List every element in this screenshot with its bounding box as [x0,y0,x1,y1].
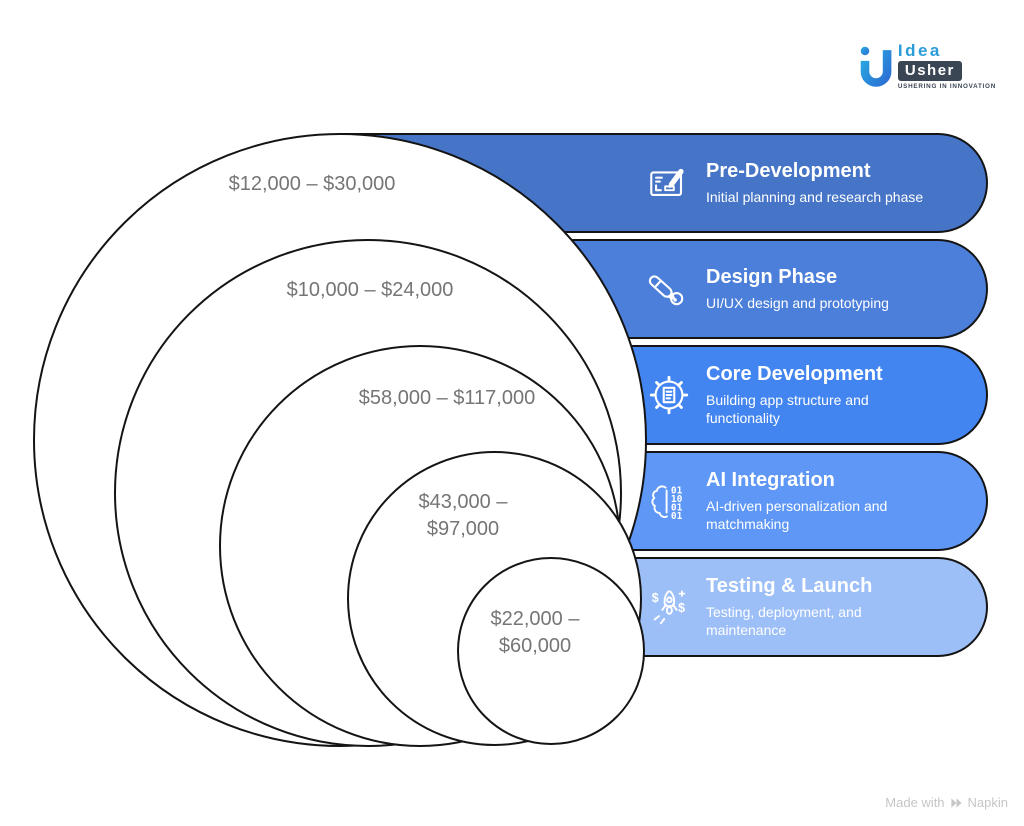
cost-label-core-development: $58,000 – $117,000 [358,387,536,409]
phase-description: Testing, deployment, and maintenance [706,604,862,638]
pen-tool-icon [646,266,692,312]
phase-title: Design Phase [706,265,838,288]
phase-description: Building app structure and functionality [706,392,869,426]
idea-usher-logo: Idea Usher USHERING IN INNOVATION [856,42,996,96]
cost-label-ai-integration: $43,000 – $97,000 [418,491,508,540]
cost-label-pre-development: $12,000 – $30,000 [228,173,396,195]
blueprint-pencil-icon [646,160,692,206]
phase-title: Testing & Launch [706,575,873,597]
cost-circle-testing-launch [457,557,645,745]
napkin-logo-icon [950,797,963,809]
svg-text:01: 01 [671,511,683,522]
napkin-brand-text: Napkin [967,795,1008,810]
brain-binary-icon: 01 10 01 01 [646,478,692,524]
logo-tagline: USHERING IN INNOVATION [897,83,996,90]
svg-text:$: $ [678,601,685,615]
cost-label-design-phase: $10,000 – $24,000 [286,279,454,301]
rocket-dollar-icon: $ $ [646,584,692,630]
phase-description: UI/UX design and prototyping [706,294,889,311]
idea-usher-u-icon [856,42,892,96]
logo-word-usher: Usher [897,61,962,81]
phase-title: Pre-Development [706,159,871,182]
phase-description: Initial planning and research phase [706,188,924,205]
phase-description: AI-driven personalization and matchmakin… [706,498,888,532]
made-with-napkin: Made with Napkin [885,795,1008,810]
svg-text:01: 01 [671,503,683,514]
svg-text:01: 01 [671,485,683,496]
made-with-text: Made with [885,795,945,810]
svg-text:$: $ [652,591,659,605]
phase-title: Core Development [706,363,883,385]
cost-label-testing-launch: $22,000 – $60,000 [490,608,580,657]
gear-document-icon [646,372,692,418]
logo-word-idea: Idea [897,41,942,60]
phase-title: AI Integration [706,469,835,491]
svg-text:10: 10 [671,494,683,505]
